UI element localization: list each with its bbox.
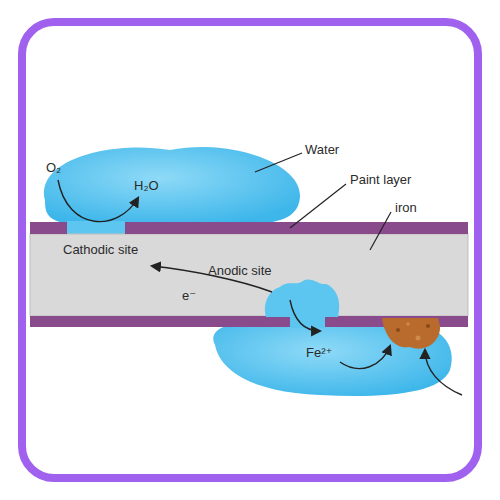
rust-speck — [406, 322, 410, 326]
anodic-pit — [265, 279, 339, 317]
ion-arrow — [290, 300, 320, 331]
frame-border — [22, 22, 478, 478]
water-contact — [67, 221, 125, 235]
part-label: H₂O — [134, 178, 159, 194]
reaction-arrows — [58, 180, 462, 395]
iron-plate — [30, 234, 468, 316]
leader-lines — [255, 153, 391, 250]
rust-speck — [426, 324, 430, 328]
leader-line — [255, 153, 302, 172]
water-top — [44, 147, 300, 235]
paint-strip — [125, 222, 468, 234]
rust-speck — [416, 336, 421, 341]
rust-deposit — [382, 318, 440, 349]
part-label: Anodic site — [208, 263, 272, 279]
rust-speck — [396, 328, 400, 332]
part-label: O₂ — [46, 160, 61, 176]
part-label: Water — [305, 142, 339, 158]
part-label: Fe²⁺ — [306, 345, 332, 361]
part-label: Cathodic site — [63, 242, 138, 258]
leader-line — [290, 184, 346, 228]
part-label: iron — [395, 200, 417, 216]
rust-arrow — [425, 350, 462, 395]
paint-strip — [30, 222, 67, 234]
rust-arrow — [340, 346, 390, 369]
oxygen-arrow — [58, 180, 138, 222]
part-label: Paint layer — [350, 172, 411, 188]
water-droplet — [44, 147, 300, 223]
leader-line — [370, 212, 391, 250]
paint-strip — [30, 316, 290, 327]
part-label: e⁻ — [182, 288, 196, 304]
rust-blob — [382, 318, 440, 349]
